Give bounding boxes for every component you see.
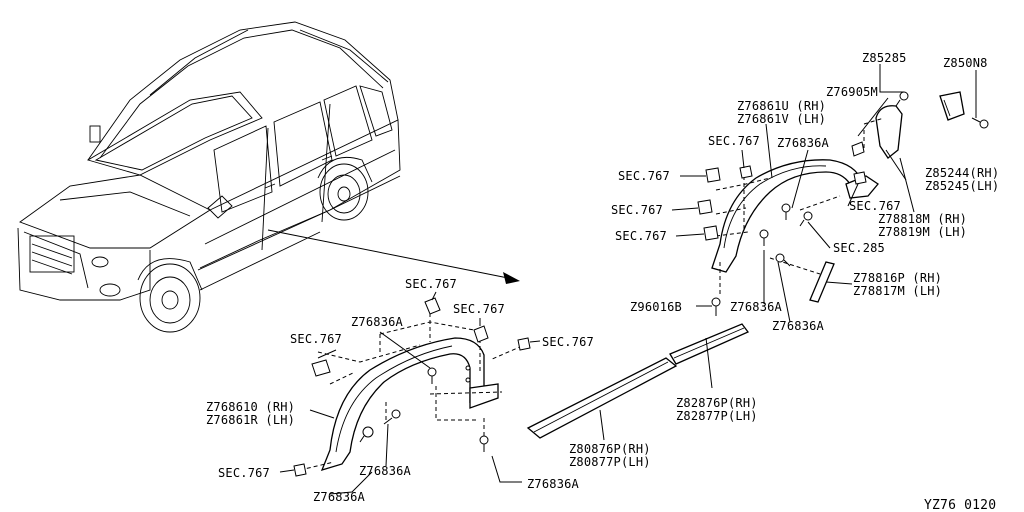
screw-icon bbox=[895, 91, 909, 107]
screw-icon bbox=[775, 253, 791, 267]
label-z80876p: Z80876P(RH) bbox=[569, 442, 651, 456]
label-z76861u: Z76861U (RH) bbox=[737, 99, 826, 113]
clip-icon bbox=[739, 165, 753, 179]
clip-icon bbox=[705, 167, 721, 183]
label-z76836a: Z76836A bbox=[777, 136, 830, 150]
label-z82876p: Z82876P(RH) bbox=[676, 396, 758, 410]
label-sec767: SEC.767 bbox=[849, 199, 901, 213]
label-z76836a: Z76836A bbox=[313, 490, 366, 504]
label-z78818m: Z78818M (RH) bbox=[878, 212, 967, 226]
label-z850n8: Z850N8 bbox=[943, 56, 988, 70]
clip-icon bbox=[473, 325, 489, 343]
label-z85244: Z85244(RH) bbox=[925, 166, 999, 180]
screw-icon bbox=[799, 211, 813, 227]
screw-icon bbox=[383, 409, 401, 425]
label-z80877p: Z80877P(LH) bbox=[569, 455, 651, 469]
diagram-code: YZ76 0120 bbox=[924, 498, 996, 512]
label-sec767: SEC.767 bbox=[218, 466, 270, 480]
screw-icon bbox=[759, 229, 769, 246]
label-z78817m: Z78817M (LH) bbox=[853, 284, 942, 298]
label-z76836a: Z76836A bbox=[730, 300, 783, 314]
screw-icon bbox=[971, 117, 989, 129]
label-z76905m: Z76905M bbox=[826, 85, 878, 99]
clip-icon bbox=[517, 337, 531, 351]
label-z85245: Z85245(LH) bbox=[925, 179, 999, 193]
screw-icon bbox=[359, 426, 374, 443]
label-sec767: SEC.767 bbox=[453, 302, 505, 316]
clip-icon bbox=[851, 141, 865, 157]
screw-icon bbox=[479, 435, 489, 452]
label-z76861v: Z76861V (LH) bbox=[737, 112, 826, 126]
label-sec767: SEC.767 bbox=[405, 277, 457, 291]
screw-icon bbox=[781, 203, 791, 220]
front-fender-assembly bbox=[279, 291, 541, 495]
label-sec767: SEC.767 bbox=[615, 229, 667, 243]
clip-icon bbox=[293, 463, 307, 477]
clip-icon bbox=[424, 297, 441, 315]
clip-icon bbox=[853, 171, 867, 185]
part-labels: Z85285 Z850N8 Z76905M Z76861U (RH) Z7686… bbox=[206, 51, 999, 512]
label-sec767: SEC.767 bbox=[618, 169, 670, 183]
rear-fender-assembly bbox=[671, 64, 989, 323]
clip-icon bbox=[697, 199, 713, 215]
label-z76836a: Z76836A bbox=[351, 315, 404, 329]
screw-icon bbox=[711, 297, 721, 316]
label-z78816p: Z78816P (RH) bbox=[853, 271, 942, 285]
sill-moulding-parts bbox=[526, 323, 750, 441]
clip-icon bbox=[311, 359, 331, 377]
label-sec767: SEC.767 bbox=[542, 335, 594, 349]
label-z76836a: Z76836A bbox=[772, 319, 825, 333]
vehicle-illustration bbox=[17, 21, 520, 333]
label-z82877p: Z82877P(LH) bbox=[676, 409, 758, 423]
label-z76836a: Z76836A bbox=[527, 477, 580, 491]
label-z768610: Z768610 (RH) bbox=[206, 400, 295, 414]
label-z76861r: Z76861R (LH) bbox=[206, 413, 295, 427]
label-z78819m: Z78819M (LH) bbox=[878, 225, 967, 239]
label-sec767: SEC.767 bbox=[611, 203, 663, 217]
label-sec767: SEC.767 bbox=[708, 134, 760, 148]
label-sec285: SEC.285 bbox=[833, 241, 885, 255]
label-z85285: Z85285 bbox=[862, 51, 907, 65]
label-z76836a: Z76836A bbox=[359, 464, 412, 478]
label-sec767: SEC.767 bbox=[290, 332, 342, 346]
label-z96016b: Z96016B bbox=[630, 300, 682, 314]
screw-icon bbox=[427, 367, 437, 384]
clip-icon bbox=[703, 225, 719, 241]
